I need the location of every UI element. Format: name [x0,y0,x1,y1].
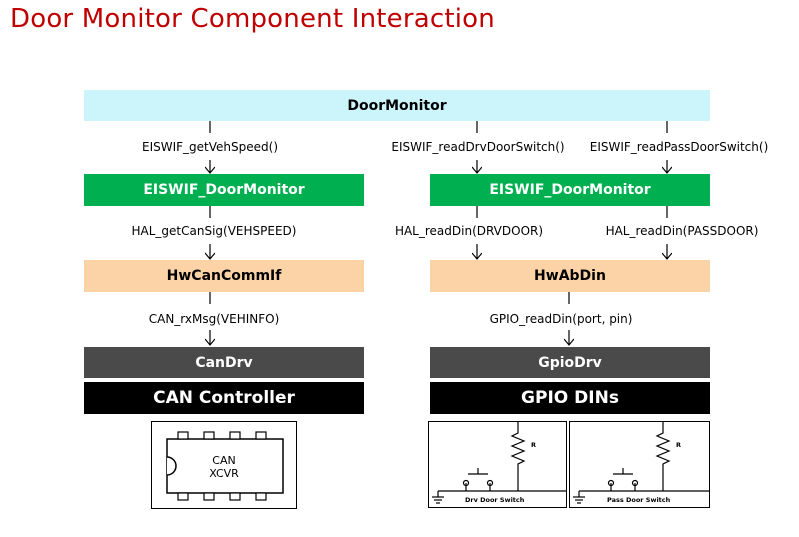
can-drv-box: CanDrv [84,347,364,378]
door-monitor-box: DoorMonitor [84,90,710,121]
switch-label-pass: Pass Door Switch [607,496,671,504]
call-hal-din-drv: HAL_readDin(DRVDOOR) [394,224,544,238]
chip-label-line1: CAN [212,454,236,467]
call-hal-can-sig: HAL_getCanSig(VEHSPEED) [131,224,297,238]
resistor-label-left: R [531,441,537,449]
hw-ab-din-box: HwAbDin [430,260,710,292]
pass-door-switch-circuit-icon [569,421,710,508]
gpio-dins-box: GPIO DINs [430,382,710,414]
eiswif-door-monitor-right: EISWIF_DoorMonitor [430,174,710,206]
call-read-pass-door: EISWIF_readPassDoorSwitch() [589,140,769,154]
switch-label-drv: Drv Door Switch [465,496,525,504]
resistor-label-right: R [676,441,682,449]
can-xcvr-chip-icon [151,421,297,509]
call-gpio-read: GPIO_readDin(port, pin) [489,312,633,326]
chip-label-line2: XCVR [209,467,239,480]
gpio-drv-box: GpioDrv [430,347,710,378]
call-read-drv-door: EISWIF_readDrvDoorSwitch() [391,140,565,154]
page-title: Door Monitor Component Interaction [10,4,495,34]
drv-door-switch-circuit-icon [428,421,567,508]
hw-can-comm-if-box: HwCanCommIf [84,260,364,292]
call-get-veh-speed: EISWIF_getVehSpeed() [142,140,278,154]
eiswif-door-monitor-left: EISWIF_DoorMonitor [84,174,364,206]
call-can-rx: CAN_rxMsg(VEHINFO) [148,312,280,326]
chip-label: CAN XCVR [196,454,252,480]
call-hal-din-pass: HAL_readDin(PASSDOOR) [605,224,759,238]
can-controller-box: CAN Controller [84,382,364,414]
